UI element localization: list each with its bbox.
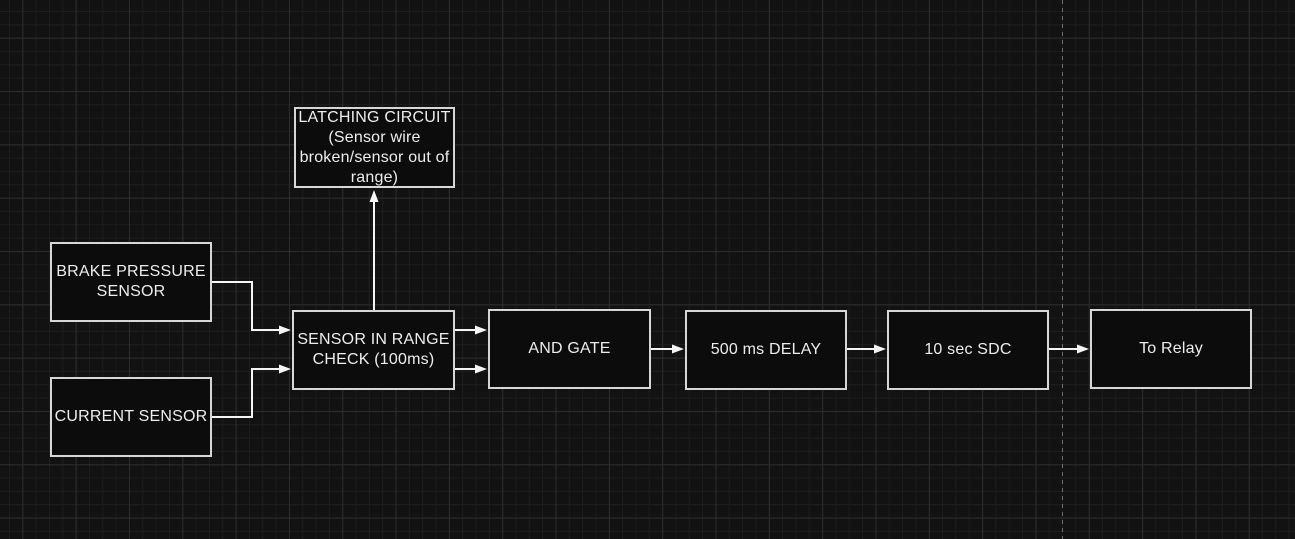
node-current-sensor[interactable]: CURRENT SENSOR (50, 377, 212, 457)
arrowhead-icon (475, 364, 487, 374)
node-and-gate[interactable]: AND GATE (488, 309, 651, 389)
node-brake-pressure-sensor-label: BRAKE PRESSURE SENSOR (56, 263, 206, 300)
arrowhead-icon (1077, 344, 1089, 354)
arrowhead-icon (475, 325, 487, 335)
arrowhead-icon (279, 325, 291, 335)
edge-check-to-latching[interactable] (369, 190, 379, 310)
arrowhead-icon (279, 364, 291, 374)
node-brake-pressure-sensor[interactable]: BRAKE PRESSURE SENSOR (50, 242, 212, 322)
node-sensor-in-range-check[interactable]: SENSOR IN RANGE CHECK (100ms) (292, 310, 455, 390)
node-10sec-sdc[interactable]: 10 sec SDC (887, 310, 1049, 390)
node-current-sensor-label: CURRENT SENSOR (54, 408, 208, 425)
node-latching-circuit[interactable]: LATCHING CIRCUIT (Sensor wire broken/sen… (294, 107, 455, 188)
arrowhead-icon (369, 190, 379, 202)
arrowhead-icon (672, 344, 684, 354)
node-and-gate-label: AND GATE (528, 340, 611, 357)
node-500ms-delay[interactable]: 500 ms DELAY (685, 310, 847, 390)
edge-current-to-check[interactable] (212, 364, 291, 418)
node-to-relay-label: To Relay (1139, 340, 1203, 357)
node-latching-circuit-label: LATCHING CIRCUIT (Sensor wire broken/sen… (298, 108, 451, 186)
edge-brake-to-check[interactable] (212, 281, 291, 335)
edge-check-to-and-upper[interactable] (455, 325, 487, 335)
node-sensor-in-range-check-label: SENSOR IN RANGE CHECK (100ms) (297, 331, 450, 368)
arrowhead-icon (874, 344, 886, 354)
node-to-relay[interactable]: To Relay (1090, 309, 1252, 389)
node-10sec-sdc-label: 10 sec SDC (924, 341, 1012, 358)
edge-check-to-and-lower[interactable] (455, 364, 487, 374)
edge-and-to-delay[interactable] (651, 344, 684, 354)
edge-delay-to-sdc[interactable] (847, 344, 886, 354)
node-500ms-delay-label: 500 ms DELAY (710, 341, 822, 358)
edge-sdc-to-relay[interactable] (1049, 344, 1089, 354)
